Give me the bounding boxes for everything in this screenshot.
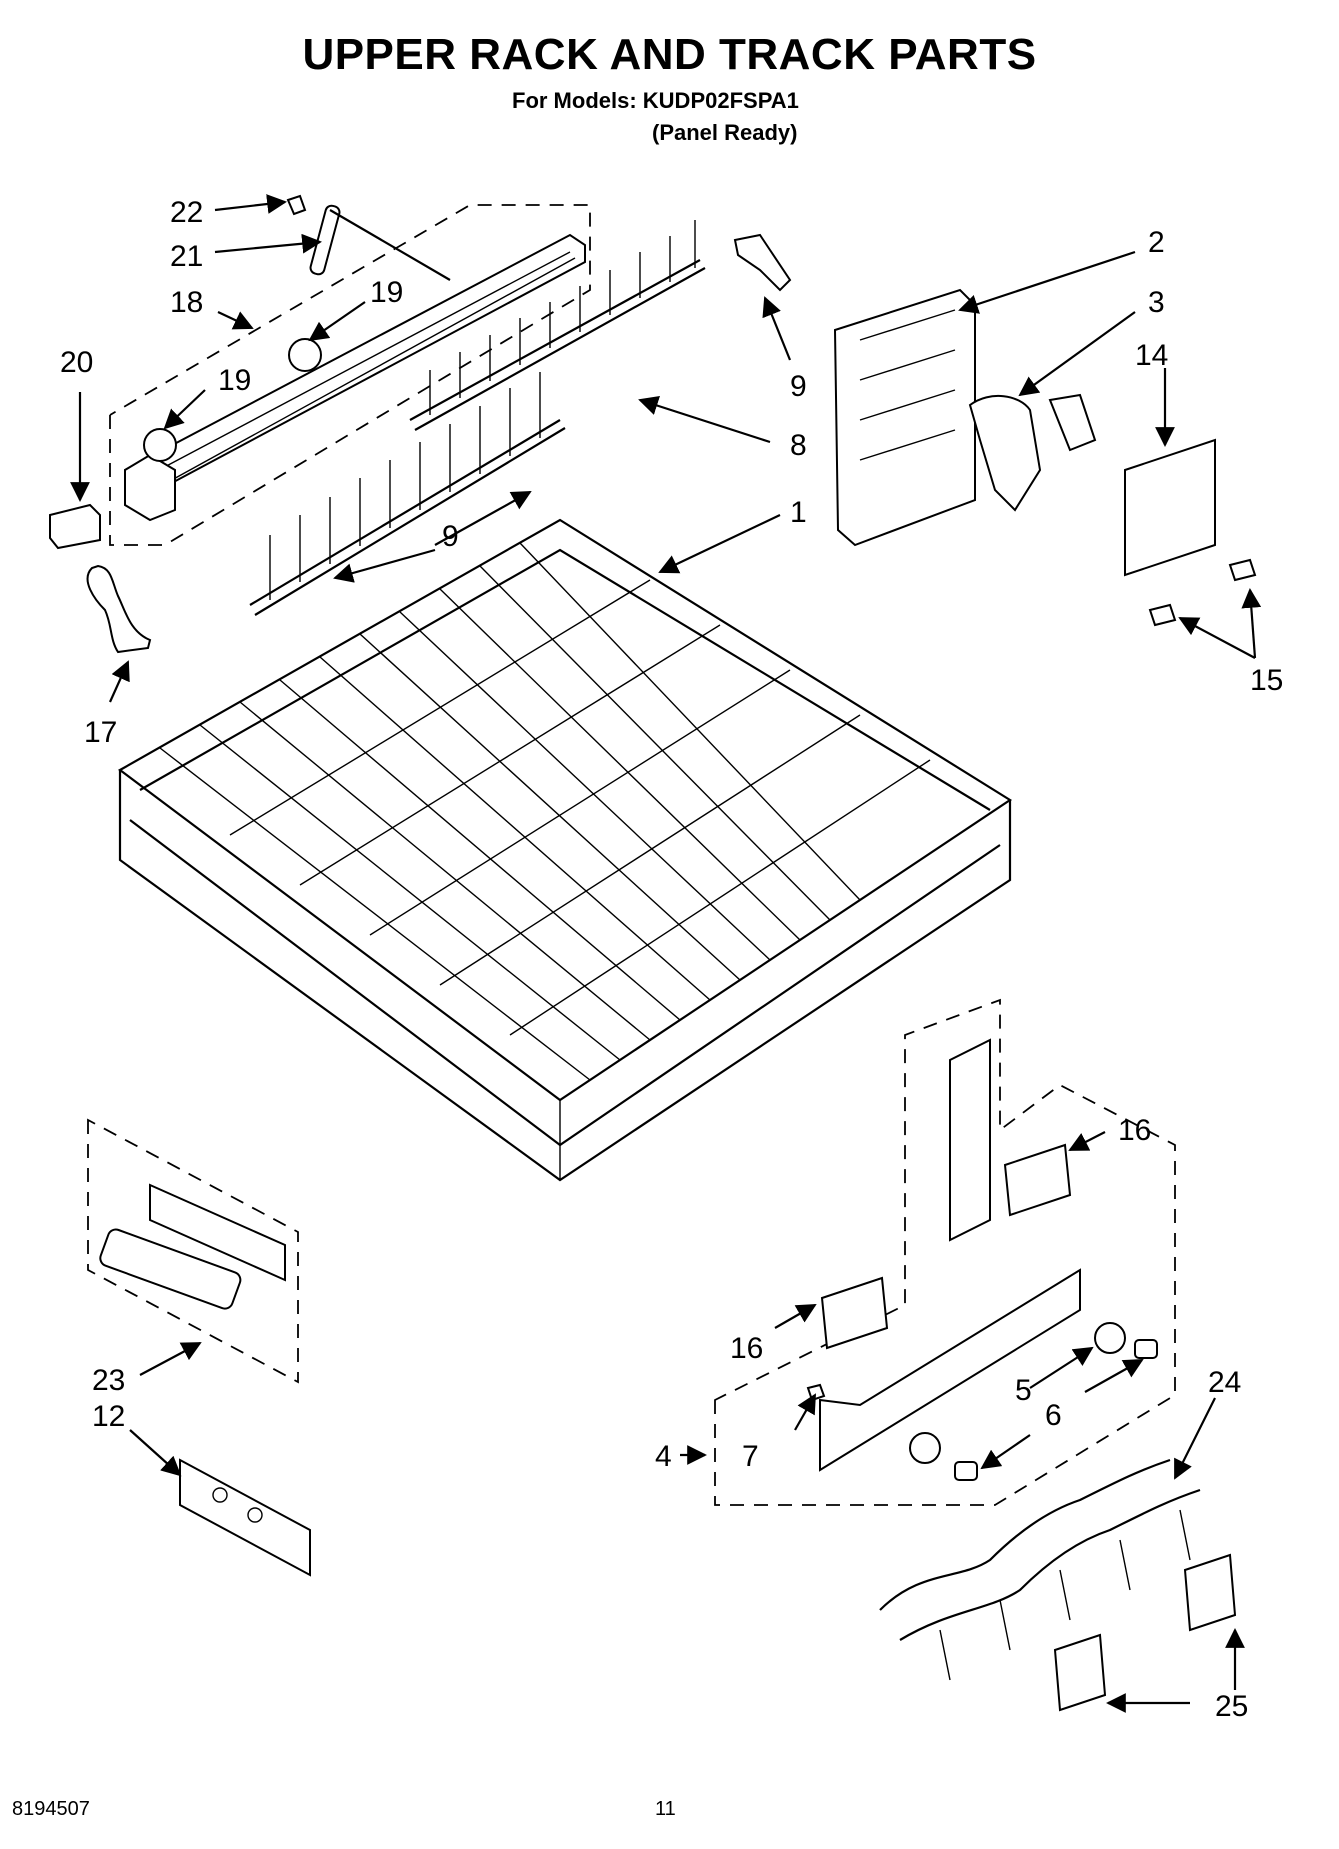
callout-9a: 9 — [790, 370, 807, 403]
clip-17 — [86, 564, 152, 654]
clip-25-lower — [1053, 1633, 1107, 1712]
callout-5: 5 — [1015, 1374, 1032, 1407]
screw-7 — [806, 1383, 826, 1402]
callout-19a: 19 — [370, 276, 403, 309]
track-assembly-outline — [109, 204, 591, 546]
document-number: 8194507 — [12, 1798, 90, 1820]
callout-20: 20 — [60, 346, 93, 379]
rack-adjuster-2 — [833, 288, 976, 547]
callout-16a: 16 — [1118, 1114, 1151, 1147]
roller-5b — [909, 1432, 941, 1464]
bracket-12 — [179, 1458, 311, 1577]
callout-1: 1 — [790, 496, 807, 529]
callout-22: 22 — [170, 196, 203, 229]
axle-6b — [954, 1461, 978, 1481]
callout-6: 6 — [1045, 1399, 1062, 1432]
track-roller-19b — [288, 338, 322, 372]
tine-row-9 — [249, 372, 566, 616]
leader-lines — [70, 194, 1262, 1713]
track-4 — [819, 1268, 1081, 1472]
tine-row-8 — [409, 220, 706, 431]
page-title: UPPER RACK AND TRACK PARTS — [302, 30, 1037, 79]
track-assembly-group — [109, 204, 591, 546]
actuator-3-lever — [1048, 393, 1097, 452]
clip-9-top — [733, 233, 792, 292]
callout-24: 24 — [1208, 1366, 1241, 1399]
clip-16-lower — [820, 1276, 889, 1350]
screw-15b — [1148, 603, 1177, 627]
callout-8: 8 — [790, 429, 807, 462]
callout-23: 23 — [92, 1364, 125, 1397]
screw-15a — [1228, 558, 1257, 582]
clip-25-upper — [1183, 1553, 1237, 1632]
screw-22 — [286, 194, 307, 216]
axle-6a — [1134, 1339, 1158, 1359]
callout-2: 2 — [1148, 226, 1165, 259]
callout-18: 18 — [170, 286, 203, 319]
callout-7: 7 — [742, 1440, 759, 1473]
callout-4: 4 — [655, 1440, 672, 1473]
track-end-cap — [124, 453, 176, 522]
bracket-23 — [149, 1183, 286, 1282]
callout-9b: 9 — [442, 520, 459, 553]
callout-3: 3 — [1148, 286, 1165, 319]
end-cap-20 — [49, 503, 101, 550]
cover-14 — [1124, 438, 1216, 577]
part-23-outline — [87, 1118, 299, 1384]
part-4-outline — [714, 998, 1176, 1506]
actuator-3 — [968, 394, 1042, 512]
page-number: 11 — [655, 1798, 676, 1820]
wire-24 — [879, 1458, 1171, 1611]
callout-15: 15 — [1250, 664, 1283, 697]
variant-line: (Panel Ready) — [652, 120, 798, 145]
track-roller-19a — [143, 428, 177, 462]
callout-labels: 22 21 18 19 19 20 9 8 9 1 17 2 3 14 15 1… — [60, 196, 1283, 1723]
clip-16-upper — [1003, 1143, 1072, 1217]
callout-16b: 16 — [730, 1332, 763, 1365]
roller-5a — [1094, 1322, 1126, 1354]
callout-17: 17 — [84, 716, 117, 749]
callout-19b: 19 — [218, 364, 251, 397]
trim-23 — [99, 1228, 242, 1310]
models-line: For Models: KUDP02FSPA1 — [512, 88, 799, 113]
callout-12: 12 — [92, 1400, 125, 1433]
callout-14: 14 — [1135, 339, 1168, 372]
callout-25: 25 — [1215, 1690, 1248, 1723]
upper-track-rail — [124, 233, 586, 502]
plate-21 — [309, 204, 341, 276]
track-4-upright — [949, 1038, 991, 1242]
upper-rack — [117, 518, 1013, 1182]
callout-21: 21 — [170, 240, 203, 273]
